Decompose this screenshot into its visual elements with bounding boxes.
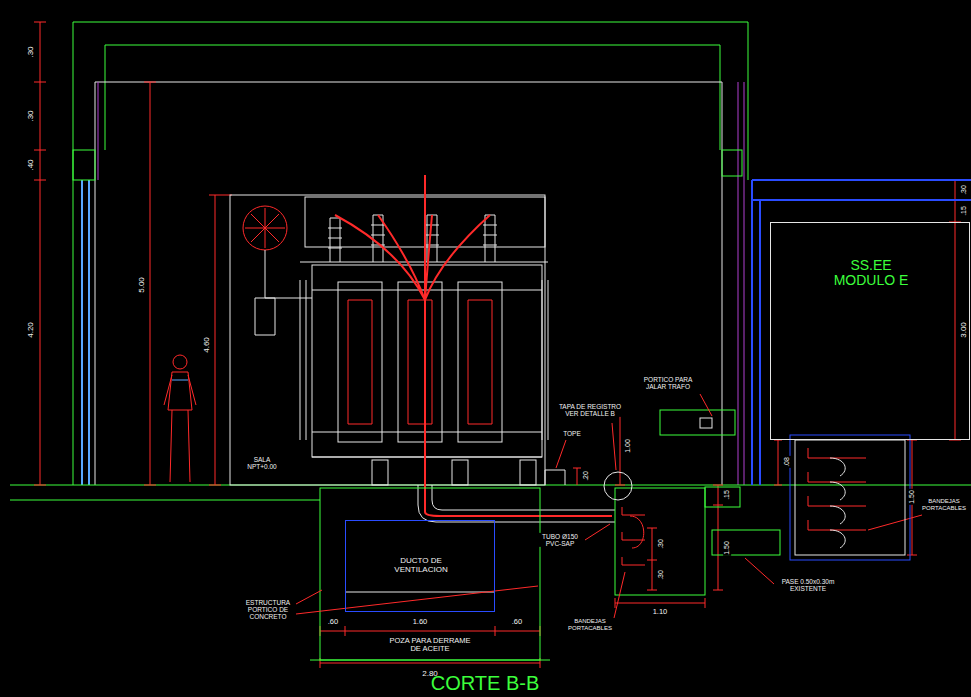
dimension-text: .08 <box>783 456 791 468</box>
hv-bushing <box>328 215 497 262</box>
annotation-note: SALA NPT+0.00 <box>241 456 283 470</box>
transformer-coil <box>398 282 442 442</box>
wall-glazing <box>82 180 89 485</box>
tray-fins <box>830 458 845 548</box>
wall-finish <box>98 82 744 485</box>
dimension-text: 1.00 <box>624 438 632 454</box>
dimension-line <box>713 485 723 590</box>
dimension-text: 1.60 <box>412 618 429 626</box>
annotation-note: POZA PARA DERRAME DE ACEITE <box>388 637 472 654</box>
transformer-base <box>312 457 542 458</box>
dimension-line <box>615 598 705 608</box>
conservator-detail <box>245 208 285 248</box>
dimension-text: 4.20 <box>27 321 36 339</box>
person-figure <box>164 372 196 482</box>
dimension-text: .30 <box>657 569 665 581</box>
dimension-text: 1.50 <box>908 489 916 505</box>
dimension-text: .15 <box>723 489 731 501</box>
dimension-line <box>647 528 657 590</box>
dimension-text: 4.60 <box>203 336 212 354</box>
annotation-note: TUBO Ø150 PVC-SAP <box>538 533 582 547</box>
stop-curb <box>545 470 565 485</box>
duct-box: DUCTO DE VENTILACION <box>345 520 495 612</box>
text-block: SS.EE MODULO E <box>823 258 919 289</box>
hoist-portal <box>660 410 735 435</box>
cable-bundle <box>335 175 612 516</box>
person-shirt <box>172 380 188 381</box>
leader-line <box>296 586 538 614</box>
dimension-line <box>949 180 961 440</box>
dimension-line <box>774 440 782 485</box>
transformer-coil <box>458 282 502 442</box>
person-head <box>173 355 187 369</box>
dimension-text: .30 <box>960 184 968 196</box>
node-label: SS.EE MODULO E <box>823 258 919 289</box>
floor-line <box>10 485 971 500</box>
section-title: CORTE B-B <box>431 672 540 695</box>
annotation-note: PASE 0.50x0.30m EXISTENTE <box>776 578 840 592</box>
module-trench <box>795 440 905 555</box>
pit-footing <box>310 660 550 661</box>
dimension-text: TOPE <box>562 430 582 437</box>
conservator-pipe <box>255 250 312 335</box>
text-block: DUCTO DE VENTILACION <box>381 557 461 575</box>
coil-core <box>348 300 492 424</box>
dimension-text: .60 <box>511 618 523 626</box>
duct-slab <box>345 592 495 593</box>
dimension-line <box>209 195 232 485</box>
dimension-text: 3.00 <box>960 321 969 339</box>
dimension-line <box>573 468 581 485</box>
conduit-pipe <box>418 485 615 522</box>
ceiling-line <box>95 82 722 485</box>
node-label: DUCTO DE VENTILACION <box>381 557 461 575</box>
cable-trench <box>615 488 705 595</box>
dimension-text: .15 <box>960 205 968 217</box>
leader-line <box>556 394 922 618</box>
beam-section <box>73 150 95 180</box>
dimension-text: .30 <box>27 45 36 58</box>
dimension-text: 1.50 <box>723 540 731 556</box>
module-wall <box>752 180 971 485</box>
annotation-note: TAPA DE REGISTRO VER DETALLE B <box>554 403 626 417</box>
module-trench <box>790 435 910 560</box>
dimension-text: .20 <box>582 470 590 482</box>
cable-tray <box>808 448 866 530</box>
inspection-cover <box>604 472 632 500</box>
wheel <box>520 460 536 485</box>
annotation-note: ESTRUCTURA PORTICO DE CONCRETO <box>242 599 294 620</box>
dimension-text: .60 <box>327 618 339 626</box>
wheel <box>372 460 388 485</box>
beam-section <box>722 150 742 176</box>
dimension-line <box>907 440 917 555</box>
conservator <box>243 206 287 250</box>
dimension-text: .30 <box>657 538 665 550</box>
wheel <box>452 460 468 485</box>
transformer-coil <box>338 282 382 442</box>
module-box: SS.EE MODULO E <box>770 222 970 440</box>
dimension-line <box>34 22 46 485</box>
dimension-text: .40 <box>27 158 36 171</box>
annotation-note: BANDEJAS PORTACABLES <box>920 498 968 511</box>
oil-pit <box>320 488 540 660</box>
dimension-text: 1.10 <box>652 608 669 616</box>
annotation-note: BANDEJAS PORTACABLES <box>565 618 615 631</box>
roof-slab-outline <box>73 22 748 485</box>
existing-passage <box>705 487 740 507</box>
annotation-note: PORTICO PARA JALAR TRAFO <box>637 376 699 390</box>
dimension-text: .30 <box>27 109 36 122</box>
cable-tray <box>622 507 645 565</box>
hoist-hook <box>700 418 712 428</box>
existing-passage <box>712 530 780 555</box>
transformer-bay <box>230 195 545 485</box>
dimension-text: 5.00 <box>138 276 147 294</box>
dimension-line <box>320 626 540 636</box>
